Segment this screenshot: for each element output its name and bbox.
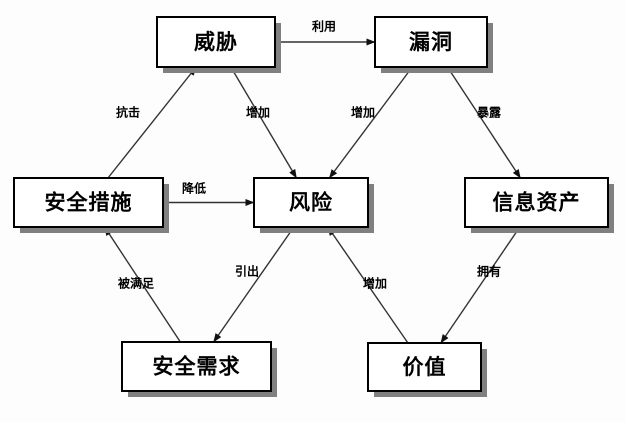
edge-label-e-threat-risk: 增加: [246, 105, 270, 120]
node-box-risk[interactable]: [253, 177, 369, 228]
node-box-control[interactable]: [13, 177, 164, 228]
node-label-value: 价值: [403, 355, 447, 379]
edge-label-e-control-risk: 降低: [182, 181, 206, 196]
edge-label-e-need-control: 被满足: [118, 276, 154, 291]
edge-label-e-control-threat: 抗击: [116, 105, 140, 120]
edge-label-layer: 利用抗击增加增加暴露降低被满足引出增加拥有: [116, 19, 502, 291]
node-vuln[interactable]: 漏洞: [374, 16, 493, 73]
edge-label-e-vuln-risk: 增加: [351, 105, 375, 120]
node-label-vuln: 漏洞: [409, 30, 453, 54]
node-label-control: 安全措施: [45, 191, 133, 215]
node-label-threat: 威胁: [194, 30, 238, 54]
edge-label-e-threat-vuln: 利用: [312, 19, 336, 34]
node-threat[interactable]: 威胁: [156, 16, 281, 73]
node-box-value[interactable]: [367, 342, 482, 392]
node-control[interactable]: 安全措施: [13, 177, 169, 233]
edge-e-control-threat: [107, 66, 197, 179]
edge-layer: [104, 38, 521, 344]
edge-e-vuln-asset: [446, 66, 521, 179]
node-value[interactable]: 价值: [367, 342, 487, 397]
node-box-vuln[interactable]: [374, 16, 488, 68]
node-label-asset: 信息资产: [493, 191, 581, 215]
node-need[interactable]: 安全需求: [121, 341, 277, 397]
node-box-threat[interactable]: [156, 16, 276, 68]
node-box-asset[interactable]: [464, 177, 609, 228]
edge-label-e-asset-value: 拥有: [477, 264, 501, 279]
edge-e-vuln-risk: [328, 66, 413, 179]
edge-label-e-vuln-asset: 暴露: [476, 106, 502, 120]
node-asset[interactable]: 信息资产: [464, 177, 614, 233]
edge-e-threat-risk: [230, 66, 298, 179]
edge-e-value-risk: [327, 226, 409, 344]
edge-label-e-value-risk: 增加: [363, 276, 387, 291]
edge-e-risk-need: [213, 226, 295, 343]
edge-label-e-risk-need: 引出: [235, 264, 259, 279]
edge-e-need-control: [104, 226, 181, 343]
node-box-need[interactable]: [121, 341, 272, 392]
node-label-risk: 风险: [289, 191, 333, 215]
edge-e-asset-value: [440, 226, 521, 344]
node-risk[interactable]: 风险: [253, 177, 374, 233]
node-label-need: 安全需求: [153, 355, 241, 379]
